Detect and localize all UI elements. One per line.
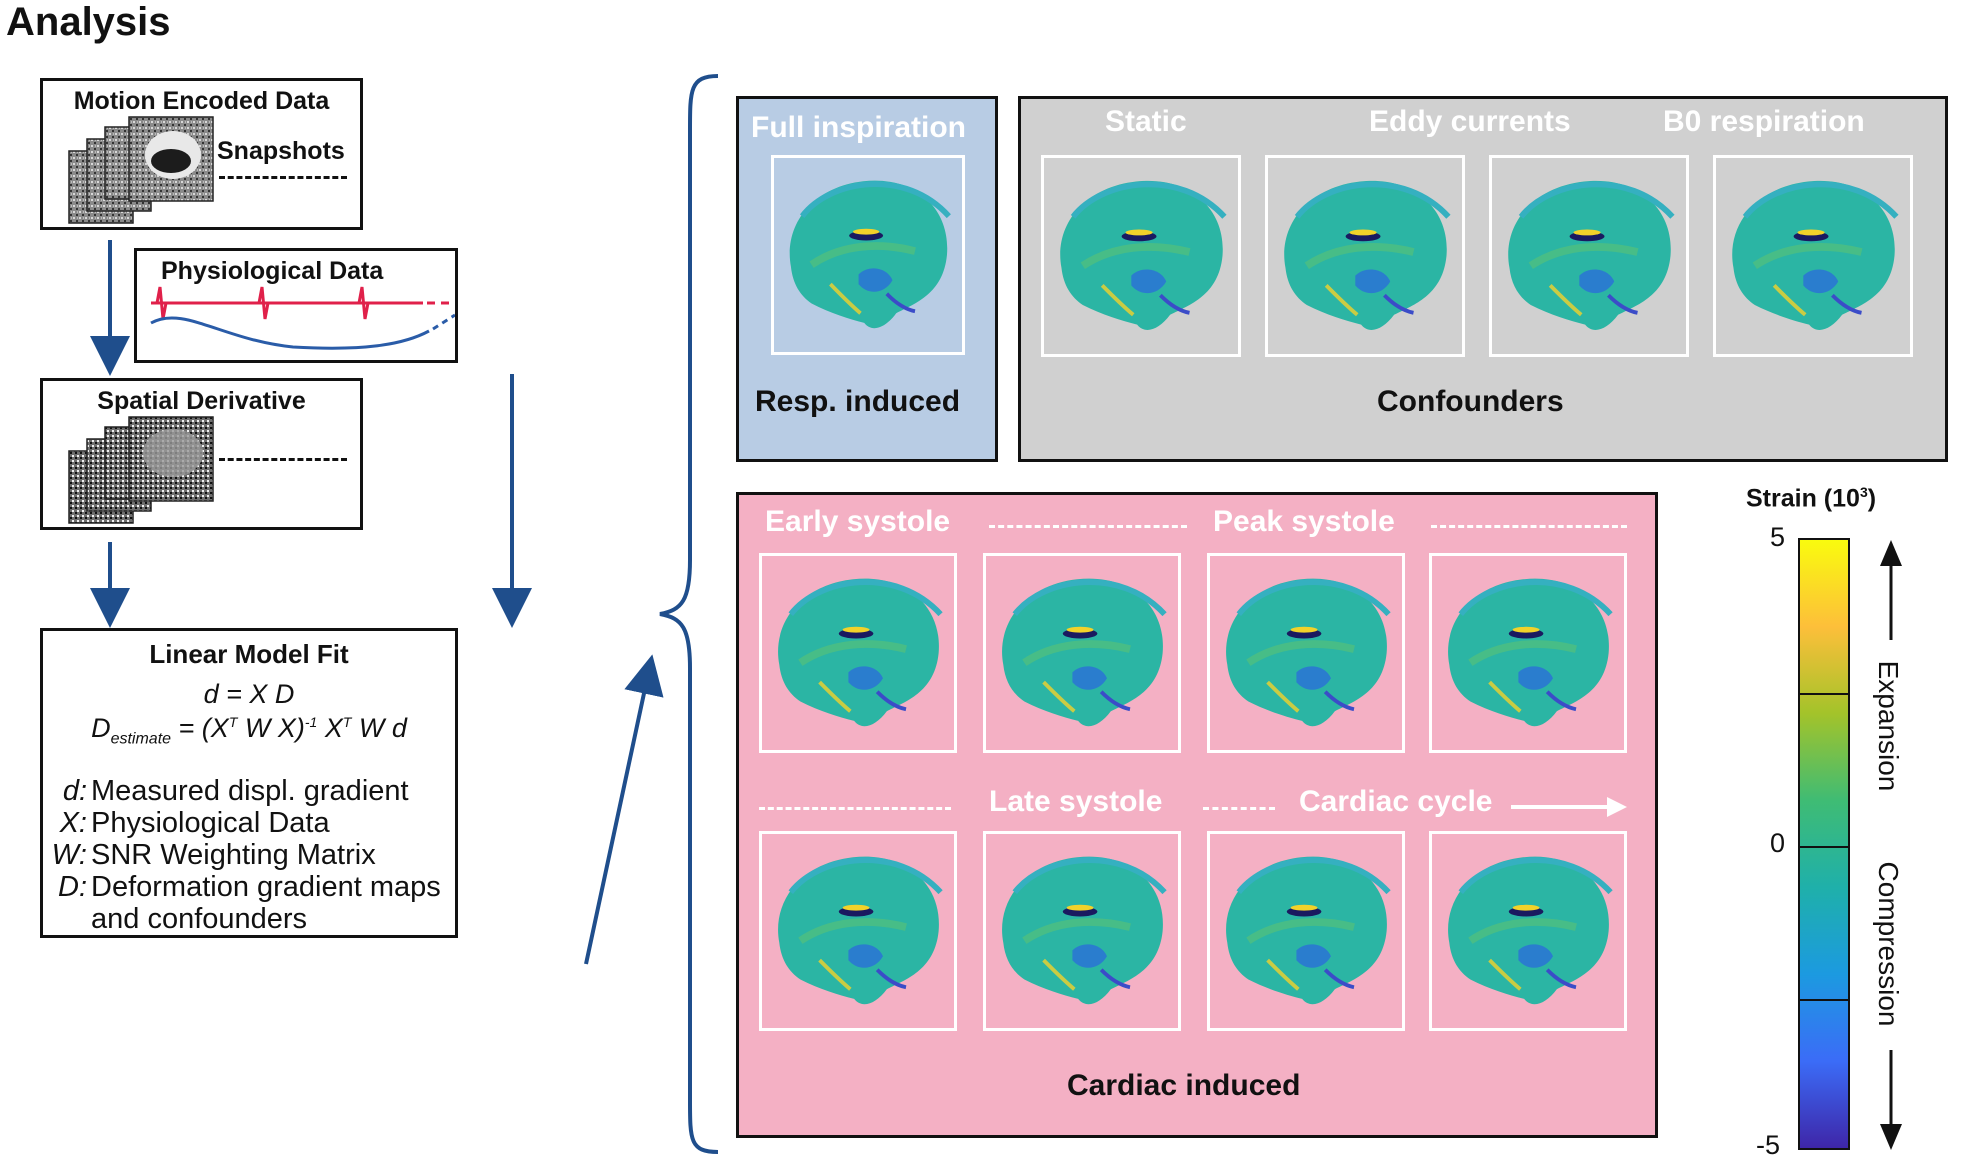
top-dashes-2 [1431, 525, 1627, 528]
expansion-label: Expansion [1873, 660, 1904, 792]
eq-lhs: D [91, 713, 111, 743]
mid-dashes-1 [759, 807, 951, 810]
snapshot-stack-image [68, 116, 214, 224]
cardiac-cycle-arrow [1511, 797, 1627, 817]
cardiac-map-6 [983, 831, 1181, 1031]
colorbar-tick-lower [1800, 999, 1848, 1001]
colorbar-mid-label: 0 [1770, 828, 1786, 858]
physiological-data-box: Physiological Data [134, 248, 458, 363]
colorbar-tick-upper [1800, 693, 1848, 695]
derivative-stack-image [68, 416, 214, 524]
derivative-dashes [219, 458, 347, 461]
resp-induced-title: Resp. induced [755, 385, 961, 418]
spatial-derivative-box: Spatial Derivative [40, 378, 363, 530]
peak-systole-label: Peak systole [1213, 505, 1395, 538]
cardiac-induced-panel: Early systole Peak systole Late systole … [736, 492, 1658, 1138]
eq-end: W d [351, 713, 407, 743]
legend-sym-x: X: [59, 807, 87, 839]
compression-arrow-icon [1880, 1050, 1902, 1150]
legend-text-w: SNR Weighting Matrix [91, 839, 376, 871]
resp-brain-map [771, 155, 965, 355]
snapshots-dashes [219, 176, 347, 179]
colorbar [1798, 538, 1850, 1150]
eddy-brain-map-1 [1265, 155, 1465, 357]
static-brain-map [1041, 155, 1241, 357]
snapshots-label: Snapshots [217, 137, 345, 165]
cardiac-map-7 [1207, 831, 1405, 1031]
legend-sym-d: d: [62, 775, 87, 807]
arrow-fit-to-results [584, 654, 664, 965]
top-dashes-1 [989, 525, 1187, 528]
linear-model-fit-box: Linear Model Fit d = X D Destimate = (XT… [40, 628, 458, 938]
cardiac-map-2 [983, 553, 1181, 753]
expansion-arrow-icon [1880, 540, 1902, 640]
eq-tail: X [317, 713, 343, 743]
legend-text-d: Measured displ. gradient [91, 775, 409, 807]
equation-model: d = X D [203, 679, 295, 709]
eq-sup-t2: T [342, 714, 352, 730]
confounders-panel: Static Eddy currents B0 respiration Conf… [1018, 96, 1948, 462]
static-label: Static [1105, 105, 1187, 138]
legend-sym-w: W: [51, 839, 87, 871]
full-inspiration-label: Full inspiration [751, 111, 966, 144]
eq-sup-inv: -1 [304, 714, 318, 730]
legend-text-confounders: and confounders [91, 903, 308, 935]
eddy-currents-label: Eddy currents [1369, 105, 1571, 138]
legend-text-x: Physiological Data [91, 807, 330, 839]
b0-respiration-label: B0 respiration [1663, 105, 1865, 138]
legend-sym-dd: D: [58, 871, 87, 903]
early-systole-label: Early systole [765, 505, 951, 538]
cardiac-map-1 [759, 553, 957, 753]
cardiac-induced-title: Cardiac induced [1067, 1069, 1301, 1102]
legend-text-dd: Deformation gradient maps [91, 871, 441, 903]
motion-encoded-data-box: Motion Encoded Data Snapshots [40, 78, 363, 230]
b0-brain-map [1713, 155, 1913, 357]
physiological-signal-plot [150, 286, 455, 350]
late-systole-label: Late systole [989, 785, 1163, 818]
colorbar-tick-mid [1800, 846, 1848, 848]
compression-label: Compression [1873, 861, 1904, 1027]
equation-estimate: Destimate = (XT W X)-1 XT W d [43, 713, 455, 748]
results-brace [659, 74, 719, 1154]
mid-dashes-2 [1203, 807, 1275, 810]
eq-rhs: = (X [171, 713, 229, 743]
spatial-derivative-title: Spatial Derivative [97, 387, 306, 415]
eq-sup-t1: T [228, 714, 238, 730]
linear-model-fit-title: Linear Model Fit [149, 639, 349, 669]
colorbar-min-label: -5 [1756, 1130, 1781, 1160]
cardiac-map-5 [759, 831, 957, 1031]
flow-arrows [90, 74, 719, 1154]
page-title: Analysis [6, 0, 171, 44]
resp-induced-panel: Full inspiration Resp. induced [736, 96, 998, 462]
eddy-brain-map-2 [1489, 155, 1689, 357]
cardiac-cycle-label: Cardiac cycle [1299, 785, 1493, 818]
eq-sub-estimate: estimate [110, 730, 172, 748]
cardiac-map-4 [1429, 553, 1627, 753]
physiological-data-title: Physiological Data [161, 257, 384, 285]
cardiac-map-3 [1207, 553, 1405, 753]
eq-mid: W X) [237, 713, 305, 743]
confounders-title: Confounders [1377, 385, 1564, 418]
motion-encoded-data-title: Motion Encoded Data [73, 87, 330, 115]
colorbar-title: Strain (103) [1746, 484, 1877, 513]
colorbar-max-label: 5 [1770, 522, 1786, 552]
cardiac-map-8 [1429, 831, 1627, 1031]
